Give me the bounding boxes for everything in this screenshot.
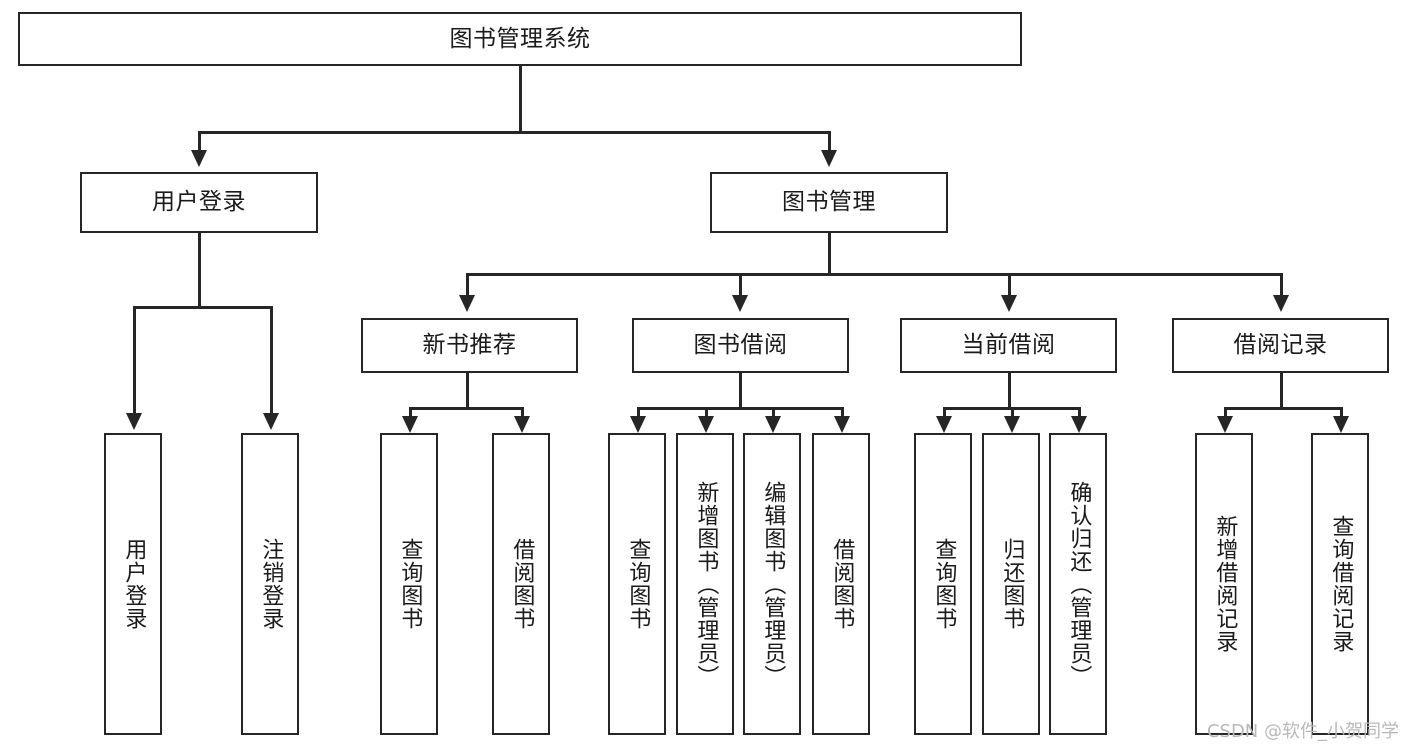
arrowhead-br-leaf-0 — [1217, 416, 1233, 433]
leaf-borrow-record-query-record[interactable]: 查询借阅记录 — [1311, 433, 1369, 735]
connector-new-book-bus — [409, 407, 524, 410]
arrowhead-cb-leaf-1 — [1004, 416, 1020, 433]
arrowhead-cb-leaf-0 — [936, 416, 952, 433]
leaf-borrow-record-add-record[interactable]: 新增借阅记录 — [1195, 433, 1253, 735]
connector-cb-to-leaf-0 — [943, 407, 946, 419]
leaf-book-borrow-add-book-admin[interactable]: 新增图书（管理员） — [676, 433, 734, 735]
connector-cb-to-leaf-1 — [1011, 407, 1014, 419]
arrowhead-borrow-record — [1273, 295, 1289, 312]
leaf-new-book-query-book[interactable]: 查询图书 — [380, 433, 438, 735]
leaf-label: 用户登录 — [121, 538, 147, 630]
node-label: 新书推荐 — [422, 332, 517, 358]
leaf-label: 查询图书 — [931, 538, 957, 630]
connector-new-book-stem — [466, 373, 469, 409]
connector-br-to-leaf-0 — [1224, 407, 1227, 419]
node-label: 图书借阅 — [693, 332, 788, 358]
leaf-label: 查询借阅记录 — [1328, 515, 1354, 653]
arrowhead-current-borrow — [1001, 295, 1017, 312]
node-new-book-recommend[interactable]: 新书推荐 — [361, 318, 578, 373]
connector-user-login-stem — [198, 233, 201, 308]
connector-bb-to-leaf-2 — [772, 407, 775, 419]
connector-bm-to-borrow-record — [1280, 273, 1283, 298]
leaf-current-borrow-return-book[interactable]: 归还图书 — [982, 433, 1040, 735]
connector-bm-to-current-borrow — [1008, 273, 1011, 298]
leaf-label: 新增借阅记录 — [1212, 515, 1238, 653]
arrowhead-nb-leaf-0 — [402, 416, 418, 433]
leaf-book-borrow-borrow-book[interactable]: 借阅图书 — [812, 433, 870, 735]
node-current-borrow[interactable]: 当前借阅 — [900, 318, 1117, 373]
node-label: 借阅记录 — [1233, 332, 1328, 358]
leaf-new-book-borrow-book[interactable]: 借阅图书 — [492, 433, 550, 735]
leaf-user-login-login[interactable]: 用户登录 — [104, 433, 162, 735]
connector-bb-to-leaf-0 — [637, 407, 640, 419]
connector-nb-to-leaf-0 — [409, 407, 412, 419]
leaf-label: 查询图书 — [397, 538, 423, 630]
arrowhead-user-login — [191, 150, 207, 167]
connector-bm-to-new-book — [466, 273, 469, 298]
node-label: 图书管理 — [782, 189, 876, 215]
leaf-label: 查询图书 — [625, 538, 651, 630]
connector-br-to-leaf-1 — [1340, 407, 1343, 419]
node-label: 当前借阅 — [961, 332, 1056, 358]
connector-root-to-book-management — [828, 131, 831, 153]
node-user-login[interactable]: 用户登录 — [80, 172, 318, 233]
connector-user-login-to-leaf-0 — [133, 306, 136, 416]
arrowhead-new-book-recommend — [459, 295, 475, 312]
arrowhead-cb-leaf-2 — [1071, 416, 1087, 433]
connector-book-management-stem — [828, 233, 831, 275]
leaf-user-login-logout[interactable]: 注销登录 — [241, 433, 299, 735]
connector-borrow-record-bus — [1224, 407, 1342, 410]
leaf-current-borrow-query-book[interactable]: 查询图书 — [914, 433, 972, 735]
connector-bb-to-leaf-1 — [705, 407, 708, 419]
connector-nb-to-leaf-1 — [521, 407, 524, 419]
connector-book-borrow-bus — [637, 407, 843, 410]
node-label: 用户登录 — [152, 189, 246, 215]
connector-borrow-record-stem — [1280, 373, 1283, 409]
leaf-label: 注销登录 — [258, 538, 284, 630]
arrowhead-nb-leaf-1 — [514, 416, 530, 433]
leaf-label: 归还图书 — [999, 538, 1025, 630]
node-book-borrow[interactable]: 图书借阅 — [632, 318, 849, 373]
arrowhead-bb-leaf-0 — [630, 416, 646, 433]
leaf-label: 编辑图书（管理员） — [760, 480, 786, 688]
connector-current-borrow-stem — [1008, 373, 1011, 409]
watermark-text: CSDN @软件_小贺同学 — [1206, 721, 1399, 742]
connector-root-bus — [198, 131, 830, 134]
connector-root-to-user-login — [198, 131, 201, 153]
arrowhead-bb-leaf-2 — [765, 416, 781, 433]
node-label: 图书管理系统 — [449, 25, 591, 52]
connector-book-management-bus — [466, 273, 1282, 276]
leaf-book-borrow-query-book[interactable]: 查询图书 — [608, 433, 666, 735]
connector-user-login-to-leaf-1 — [270, 306, 273, 416]
connector-book-borrow-stem — [739, 373, 742, 409]
node-borrow-record[interactable]: 借阅记录 — [1172, 318, 1389, 373]
connector-bb-to-leaf-3 — [841, 407, 844, 419]
connector-bm-to-book-borrow — [739, 273, 742, 298]
connector-user-login-bus — [133, 306, 272, 309]
node-root-book-management-system[interactable]: 图书管理系统 — [18, 12, 1022, 66]
arrowhead-user-login-leaf-0 — [126, 413, 142, 430]
arrowhead-book-borrow — [732, 295, 748, 312]
leaf-current-borrow-confirm-return-admin[interactable]: 确认归还（管理员） — [1049, 433, 1107, 735]
leaf-label: 确认归还（管理员） — [1066, 480, 1092, 688]
leaf-label: 新增图书（管理员） — [693, 480, 719, 688]
arrowhead-user-login-leaf-1 — [263, 413, 279, 430]
connector-cb-to-leaf-2 — [1078, 407, 1081, 419]
leaf-label: 借阅图书 — [829, 538, 855, 630]
arrowhead-book-management — [821, 150, 837, 167]
arrowhead-bb-leaf-3 — [834, 416, 850, 433]
arrowhead-bb-leaf-1 — [698, 416, 714, 433]
node-book-management[interactable]: 图书管理 — [710, 172, 948, 233]
leaf-label: 借阅图书 — [509, 538, 535, 630]
leaf-book-borrow-edit-book-admin[interactable]: 编辑图书（管理员） — [743, 433, 801, 735]
connector-root-stem — [519, 66, 522, 132]
arrowhead-br-leaf-1 — [1333, 416, 1349, 433]
